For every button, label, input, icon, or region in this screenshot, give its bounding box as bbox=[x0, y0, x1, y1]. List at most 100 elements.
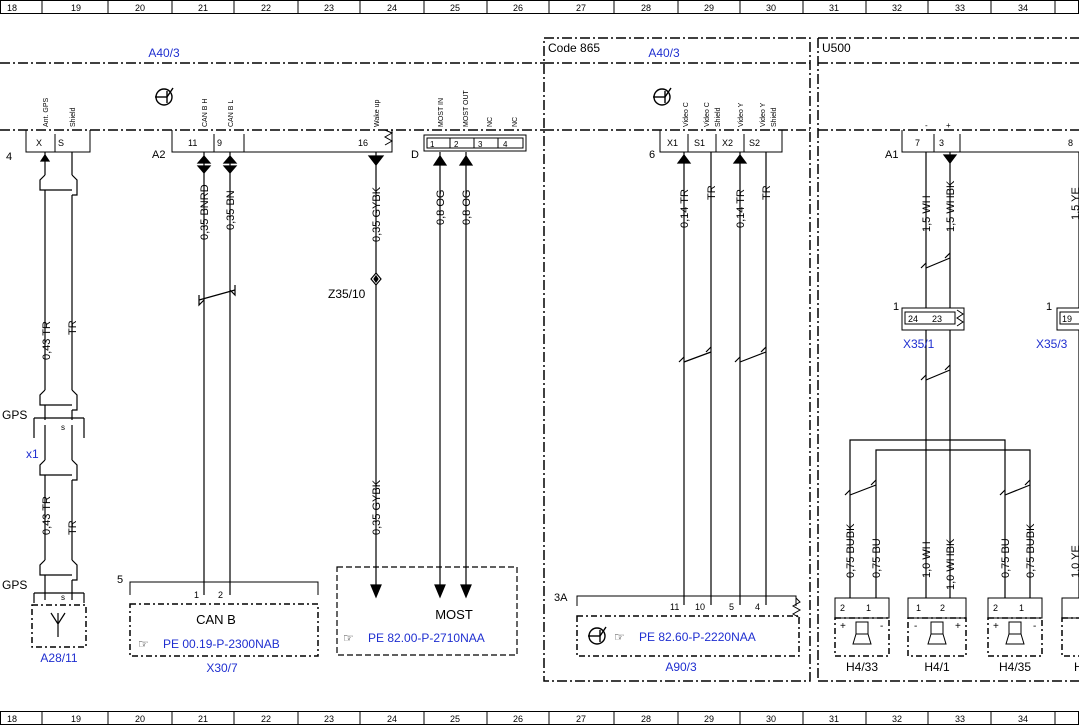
x30-7-dashed-box bbox=[129, 603, 319, 657]
pin-label-nc-1: NC bbox=[487, 117, 494, 127]
pin-label-ant-gps: Ant. GPS bbox=[43, 97, 50, 127]
section-a40-3-code-title[interactable]: A40/3 bbox=[648, 46, 680, 60]
wire-035-gybk-b: 0,35 GYBK bbox=[371, 479, 383, 535]
h4-33-minus: - bbox=[880, 621, 883, 632]
pointer-hand-icon: ☞ bbox=[343, 631, 354, 645]
grid-col-20: 20 bbox=[135, 3, 145, 13]
grid-col-19: 19 bbox=[71, 3, 81, 13]
grid-col-26: 26 bbox=[513, 3, 523, 13]
grid-col-23: 23 bbox=[324, 3, 334, 13]
canb-ref-link[interactable]: PE 00.19-P-2300NAB bbox=[163, 637, 280, 651]
gps-antenna-icon bbox=[50, 612, 66, 637]
x30-7-link[interactable]: X30/7 bbox=[206, 661, 238, 675]
x35-3-connector bbox=[1056, 307, 1079, 331]
grid-col-21-bottom: 21 bbox=[198, 714, 208, 724]
h4-33-label: H4/33 bbox=[846, 660, 878, 674]
grid-col-29: 29 bbox=[704, 3, 714, 13]
h4-35-plus: + bbox=[993, 621, 999, 632]
pin-d2: 2 bbox=[454, 140, 459, 149]
h4-35-label: H4/35 bbox=[999, 660, 1031, 674]
grid-col-18: 18 bbox=[7, 3, 17, 13]
pin-x2: X2 bbox=[722, 138, 733, 148]
x35-1-pin-23: 23 bbox=[932, 314, 942, 324]
a28-11-box bbox=[31, 604, 87, 648]
wire-tr-d: TR bbox=[761, 185, 773, 200]
a90-3-link[interactable]: A90/3 bbox=[665, 660, 697, 674]
x35-3-pin-19: 19 bbox=[1062, 314, 1072, 324]
can-b-wires bbox=[196, 152, 238, 595]
canb-title: CAN B bbox=[196, 612, 236, 627]
connector-4-label: 4 bbox=[6, 151, 12, 163]
pin-8: 8 bbox=[1068, 138, 1073, 148]
canb-pin-2: 2 bbox=[218, 590, 223, 600]
grid-col-18-bottom: 18 bbox=[7, 714, 17, 724]
h4-1-plus: + bbox=[955, 621, 961, 632]
s-small-a: s bbox=[61, 423, 65, 432]
pin-9: 9 bbox=[217, 138, 222, 148]
pin-label-shield-3: Shield bbox=[771, 107, 778, 127]
pin-label-minus: - bbox=[925, 121, 928, 130]
connector-6 bbox=[659, 130, 783, 153]
gps-label-a: GPS bbox=[2, 408, 27, 422]
wire-075-bu-b: 0,75 BU bbox=[1000, 538, 1012, 578]
wire-tr-b: TR bbox=[67, 520, 79, 535]
h4-33-plus: + bbox=[840, 621, 846, 632]
h4-33-pin-2: 2 bbox=[840, 603, 845, 613]
wire-10-whbk: 1,0 WHBK bbox=[945, 538, 957, 590]
grid-col-23-bottom: 23 bbox=[324, 714, 334, 724]
a90-number: 3A bbox=[554, 592, 568, 604]
z35-10-label: Z35/10 bbox=[328, 287, 366, 301]
wire-035-bn: 0,35 BN bbox=[225, 190, 237, 230]
grid-col-24: 24 bbox=[387, 3, 397, 13]
grid-col-26-bottom: 26 bbox=[513, 714, 523, 724]
section-a40-3-title[interactable]: A40/3 bbox=[148, 46, 180, 60]
wire-043-tr-b: 0,43 TR bbox=[41, 496, 53, 535]
grid-col-25: 25 bbox=[450, 3, 460, 13]
grid-col-31-bottom: 31 bbox=[829, 714, 839, 724]
pin-label-shield: Shield bbox=[70, 107, 77, 127]
grid-col-29-bottom: 29 bbox=[704, 714, 714, 724]
pin-s: S bbox=[58, 138, 64, 148]
h4-33-pin-1: 1 bbox=[866, 603, 871, 613]
a90-ref-link[interactable]: PE 82.60-P-2220NAA bbox=[639, 630, 756, 644]
canb-pin-1: 1 bbox=[194, 590, 199, 600]
most-dashed-box bbox=[336, 566, 518, 656]
pin-16: 16 bbox=[358, 138, 368, 148]
most-ref-link[interactable]: PE 82.00-P-2710NAA bbox=[368, 631, 485, 645]
speaker-h4-35 bbox=[987, 597, 1043, 657]
pin-label-video-c-1: Video C bbox=[683, 102, 690, 127]
pin-label-video-y-1: Video Y bbox=[738, 102, 745, 127]
wire-035-gybk-a: 0,35 GYBK bbox=[371, 186, 383, 242]
antenna-symbol-icon bbox=[588, 626, 607, 645]
x35-1-link[interactable]: X35/1 bbox=[903, 337, 935, 351]
connector-a2-zigzag bbox=[383, 129, 394, 146]
pin-label-plus: + bbox=[946, 121, 951, 130]
wire-075-bubk-a: 0,75 BUBK bbox=[845, 523, 857, 578]
pin-label-wake-up: Wake up bbox=[374, 100, 381, 127]
connector-a1 bbox=[901, 130, 1079, 153]
wire-014-tr-b: 0,14 TR bbox=[735, 189, 747, 228]
top-grid-ruler bbox=[0, 0, 1079, 14]
h4-1-pin-2: 2 bbox=[940, 603, 945, 613]
grid-col-19-bottom: 19 bbox=[71, 714, 81, 724]
pin-label-video-c-2: Video C bbox=[704, 102, 711, 127]
speaker-h4-33 bbox=[834, 597, 890, 657]
grid-col-31: 31 bbox=[829, 3, 839, 13]
grid-col-28-bottom: 28 bbox=[641, 714, 651, 724]
bottom-grid-numbers: 18 19 20 21 22 23 24 25 26 27 28 29 30 3… bbox=[7, 714, 1028, 724]
grid-col-30-bottom: 30 bbox=[766, 714, 776, 724]
x35-3-link[interactable]: X35/3 bbox=[1036, 337, 1068, 351]
s-small-b: s bbox=[61, 593, 65, 602]
grid-col-30: 30 bbox=[766, 3, 776, 13]
pin-11: 11 bbox=[188, 138, 197, 148]
x1-link[interactable]: x1 bbox=[26, 447, 39, 461]
bottom-grid-ruler bbox=[0, 711, 1079, 725]
connector-6-label: 6 bbox=[649, 149, 655, 161]
grid-col-25-bottom: 25 bbox=[450, 714, 460, 724]
speaker-feed-wires bbox=[920, 152, 1079, 598]
a90-3-box bbox=[576, 595, 802, 619]
a28-11-link[interactable]: A28/11 bbox=[40, 651, 77, 665]
pointer-hand-icon: ☞ bbox=[614, 630, 625, 644]
wire-035-bnrd: 0,35 BNRD bbox=[199, 184, 211, 240]
pin-d1: 1 bbox=[430, 140, 435, 149]
